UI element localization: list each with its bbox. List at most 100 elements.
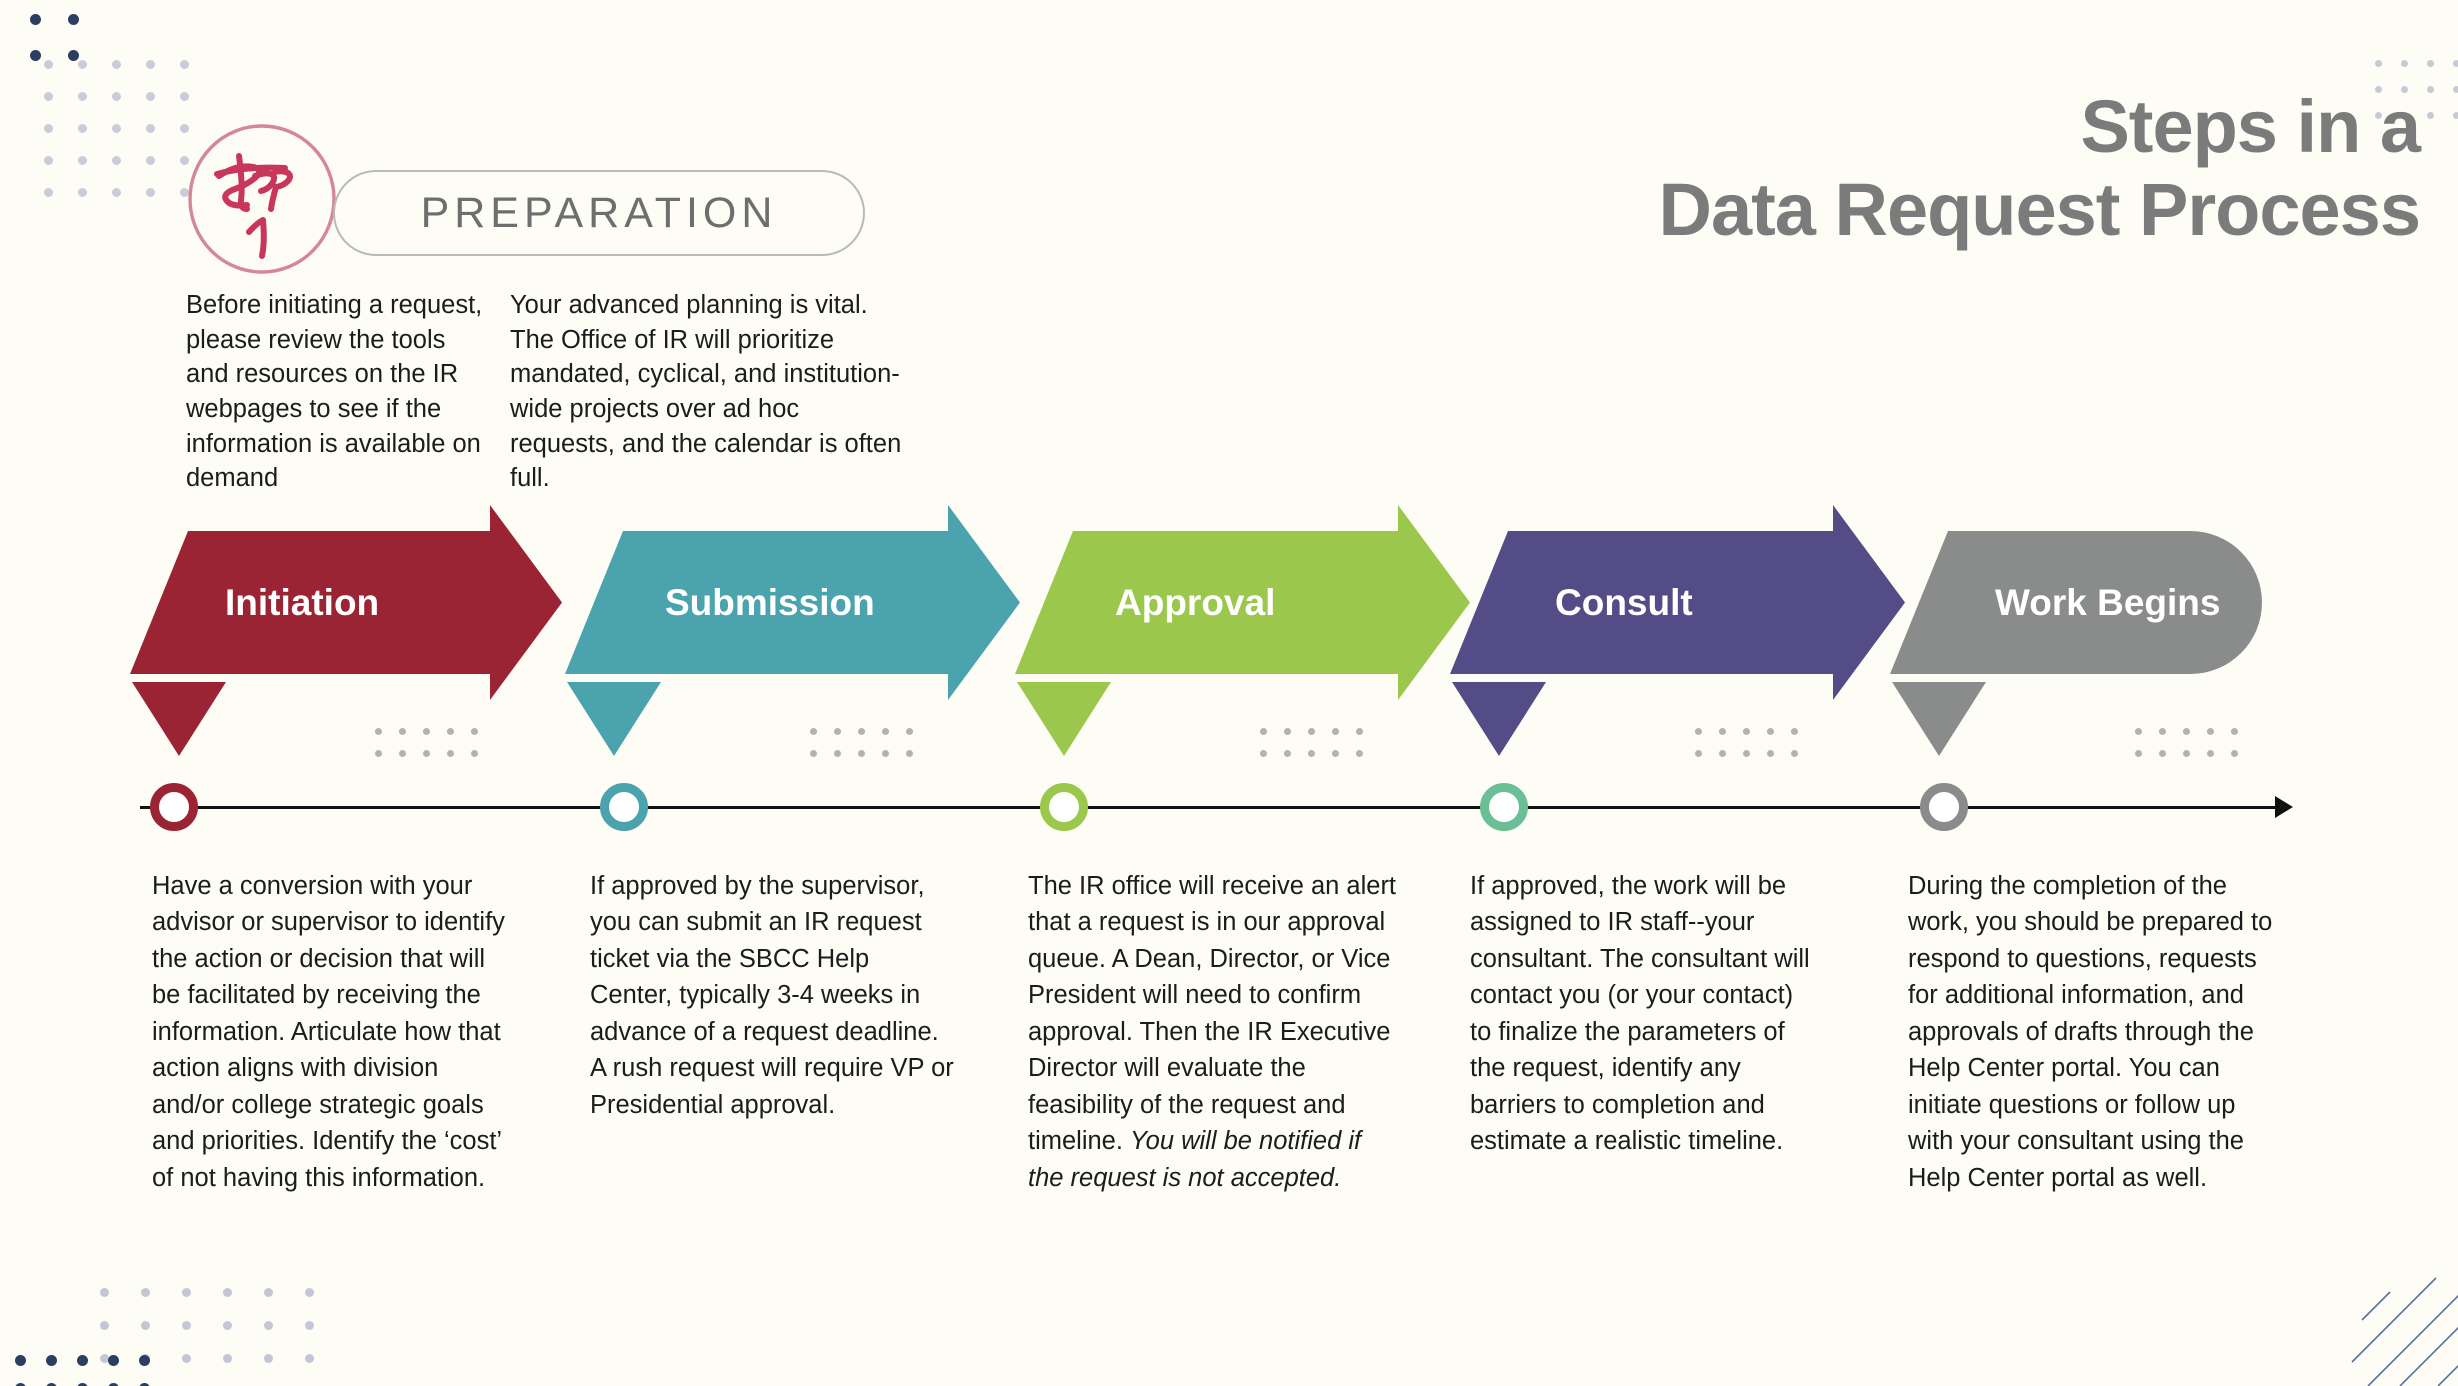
timeline-node-5[interactable] [1920,783,1968,831]
stage-description-4: If approved, the work will be assigned t… [1470,868,1820,1160]
decor-dot [182,1288,191,1297]
decor-dot [305,1321,314,1330]
decor-dot [44,156,53,165]
decor-dot [78,188,87,197]
stage-arrow-4[interactable]: Consult [1450,505,1905,796]
decor-dot [264,1288,273,1297]
decor-dot [68,14,79,25]
decor-dot [100,1321,109,1330]
decor-dot [223,1288,232,1297]
arrow-down-pointer-icon [567,682,661,756]
decor-dot [30,14,41,25]
stage-description-2: If approved by the supervisor, you can s… [590,868,955,1123]
stage-arrow-shape-4 [1450,505,1905,756]
decor-dot [78,60,87,69]
stage-description-text: Have a conversion with your advisor or s… [152,872,505,1192]
decor-dot [77,1355,88,1366]
decor-dots-bottom-left-navy [15,1355,170,1386]
arrow-body [1450,505,1905,700]
stage-arrow-shape-3 [1015,505,1470,756]
decor-dot [112,188,121,197]
decor-dot [78,92,87,101]
stage-arrow-3[interactable]: Approval [1015,505,1470,796]
arrow-down-pointer-icon [1892,682,1986,756]
decor-dot [180,92,189,101]
decor-dot [180,60,189,69]
stage-description-text: If approved by the supervisor, you can s… [590,872,954,1119]
arrow-down-pointer-icon [1452,682,1546,756]
step-badge-circle-icon [188,124,336,274]
timeline-node-3[interactable] [1040,783,1088,831]
page-title-line2: Data Request Process [1658,167,2421,251]
decor-dot [139,1355,150,1366]
page-title: Steps in a Data Request Process [1658,85,2421,252]
stage-arrow-shape-1 [130,505,562,756]
decor-dot [44,60,53,69]
decor-dot [44,188,53,197]
stage-arrow-5[interactable]: Work Begins [1890,505,2262,796]
arrow-body [1015,505,1470,700]
stage-description-text: The IR office will receive an alert that… [1028,872,1397,1156]
preparation-text-1: Your advanced planning is vital. The Off… [510,291,902,493]
timeline-node-2[interactable] [600,783,648,831]
stage-arrow-2[interactable]: Submission [565,505,1020,796]
timeline-node-4[interactable] [1480,783,1528,831]
decor-dot [78,124,87,133]
decor-dot [112,124,121,133]
arrow-body [130,505,562,700]
stage-arrow-1[interactable]: Initiation [130,505,562,796]
decor-dot [2427,112,2434,119]
decor-dot [305,1354,314,1363]
decor-dot [146,60,155,69]
decor-dot [223,1354,232,1363]
decor-dot [112,60,121,69]
decor-dot [108,1355,119,1366]
page-title-line1: Steps in a [2080,85,2421,168]
decor-dot [2453,60,2458,67]
decor-dot [2427,60,2434,67]
stage-description-3: The IR office will receive an alert that… [1028,868,1398,1196]
decor-dot [30,50,41,61]
stage-description-1: Have a conversion with your advisor or s… [152,868,512,1196]
decor-dot [46,1355,57,1366]
preparation-pill: PREPARATION [333,170,865,256]
decor-dot [15,1355,26,1366]
decor-dot [78,156,87,165]
decor-dot [68,50,79,61]
timeline-arrowhead-icon [2275,796,2293,818]
decor-dot [141,1354,150,1363]
decor-dots-top-left-navy [30,14,106,86]
decor-dot [182,1354,191,1363]
step-badge [183,120,341,278]
decor-dot [44,92,53,101]
decor-dots-bottom-left-grid [100,1288,346,1386]
decor-dot [146,92,155,101]
preparation-text-0: Before initiating a request, please revi… [186,291,483,493]
decor-dot [182,1321,191,1330]
stage-description-text: If approved, the work will be assigned t… [1470,872,1810,1156]
stage-description-5: During the completion of the work, you s… [1908,868,2283,1196]
preparation-pill-label: PREPARATION [420,188,778,237]
decor-dot [264,1354,273,1363]
stage-description-text: During the completion of the work, you s… [1908,872,2273,1192]
decor-dot [141,1288,150,1297]
arrow-down-pointer-icon [132,682,226,756]
decor-dot [264,1321,273,1330]
decor-dot [141,1321,150,1330]
stage-arrow-shape-2 [565,505,1020,756]
decor-dot [112,156,121,165]
decor-dot [44,124,53,133]
decor-dot [112,92,121,101]
decor-dot [2453,112,2458,119]
timeline-node-1[interactable] [150,783,198,831]
decor-dot [100,1288,109,1297]
decor-dot [2401,60,2408,67]
decor-dot [305,1288,314,1297]
arrow-body [565,505,1020,700]
decor-diagonal-lines [2351,1277,2458,1386]
decor-dot [2375,60,2382,67]
arrow-body [1890,531,2262,674]
decor-dot [2427,86,2434,93]
decor-dot [146,188,155,197]
